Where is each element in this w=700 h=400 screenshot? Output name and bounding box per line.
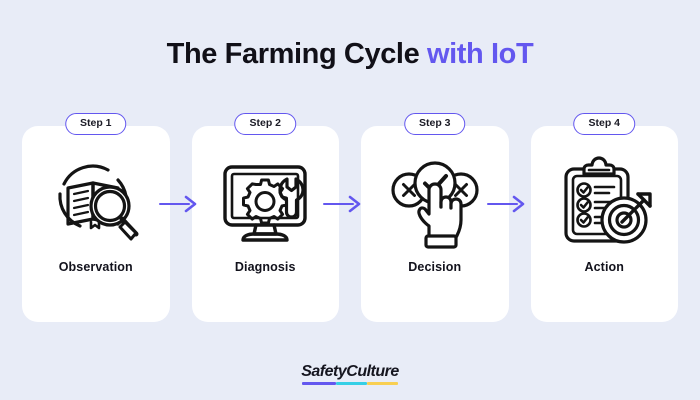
monitor-gear-wrench-icon [213, 148, 317, 252]
page-title-main: The Farming Cycle [166, 38, 427, 70]
clipboard-target-icon [552, 148, 656, 252]
safetyculture-wordmark: SafetyCulture [301, 363, 399, 385]
hand-pointing-check-icon [383, 148, 487, 252]
step-label-1: Observation [58, 260, 133, 274]
step-label-2: Diagnosis [234, 260, 296, 274]
page-title: The Farming Cycle with IoT [0, 38, 700, 71]
step-card-3[interactable]: Step 3 Decision [361, 113, 509, 322]
logo-rule-yellow [367, 382, 398, 385]
step-card-2[interactable]: Step 2 Diagnosis [191, 113, 339, 322]
logo-underline-rules [302, 382, 398, 385]
step-badge-1: Step 1 [64, 113, 127, 135]
logo-rule-cyan [336, 382, 367, 385]
page-title-accent: with IoT [426, 38, 534, 70]
step-label-4: Action [584, 260, 624, 274]
steps-container: Step 1 [22, 113, 678, 322]
safetyculture-wordmark-text: SafetyCulture [301, 363, 399, 380]
step-card-1[interactable]: Step 1 [22, 113, 170, 322]
footer-logo: SafetyCulture [0, 363, 700, 385]
logo-rule-purple [302, 382, 336, 385]
book-magnifier-icon [44, 148, 148, 252]
step-badge-4: Step 4 [573, 113, 636, 135]
step-card-4[interactable]: Step 4 [530, 113, 678, 322]
step-badge-2: Step 2 [234, 113, 297, 135]
step-badge-3: Step 3 [403, 113, 466, 135]
step-label-3: Decision [408, 260, 462, 274]
